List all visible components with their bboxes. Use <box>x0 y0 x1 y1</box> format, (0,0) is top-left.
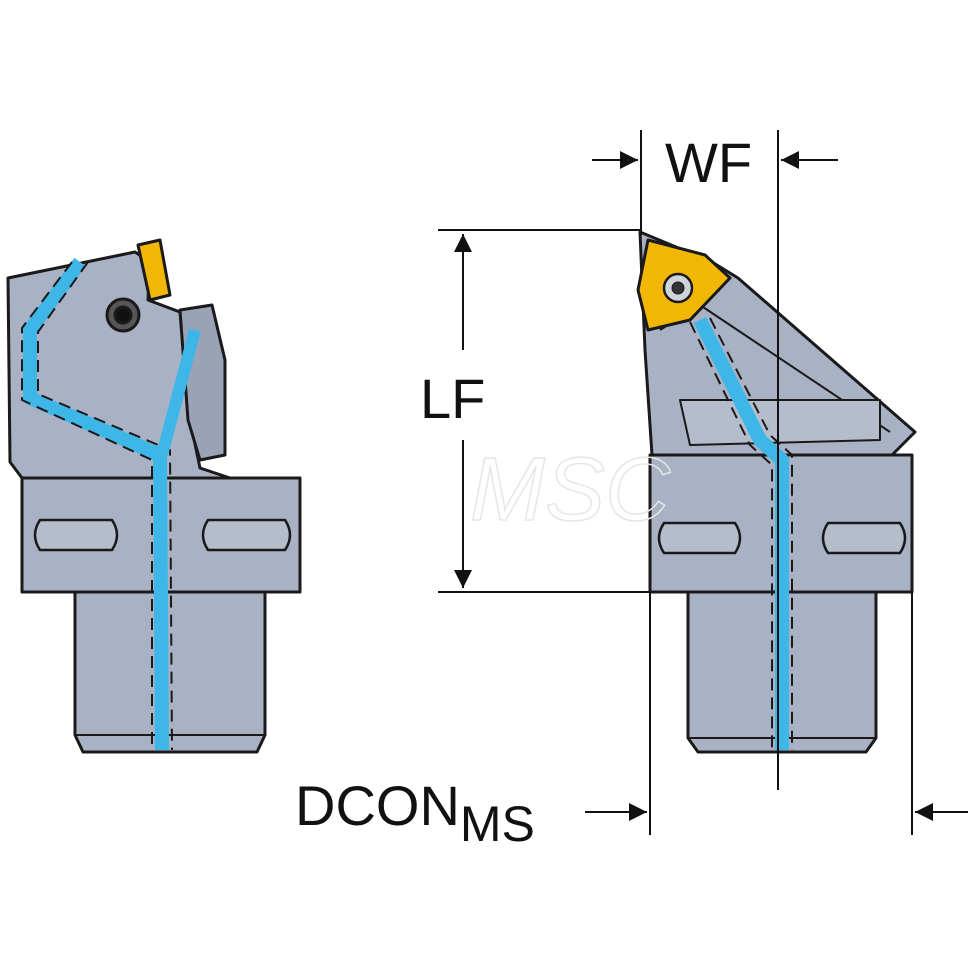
label-dcon-sub: MS <box>460 796 535 852</box>
label-dcon: DCONMS <box>295 774 535 852</box>
label-lf: LF <box>420 367 485 430</box>
left-view-tool-holder <box>6 238 302 754</box>
right-view-tool-holder <box>636 230 917 754</box>
left-insert <box>136 238 172 302</box>
watermark-text: MSC <box>470 440 671 540</box>
label-dcon-main: DCON <box>295 774 460 837</box>
left-coolant-channel <box>23 257 169 751</box>
left-shank <box>73 590 267 754</box>
dimension-lines <box>438 130 968 835</box>
right-slot-2 <box>821 521 907 555</box>
left-slot-2 <box>201 518 292 552</box>
right-slot-1 <box>657 521 742 555</box>
right-coolant-channel <box>693 316 789 750</box>
label-wf: WF <box>665 131 752 194</box>
left-slot-1 <box>33 518 119 552</box>
